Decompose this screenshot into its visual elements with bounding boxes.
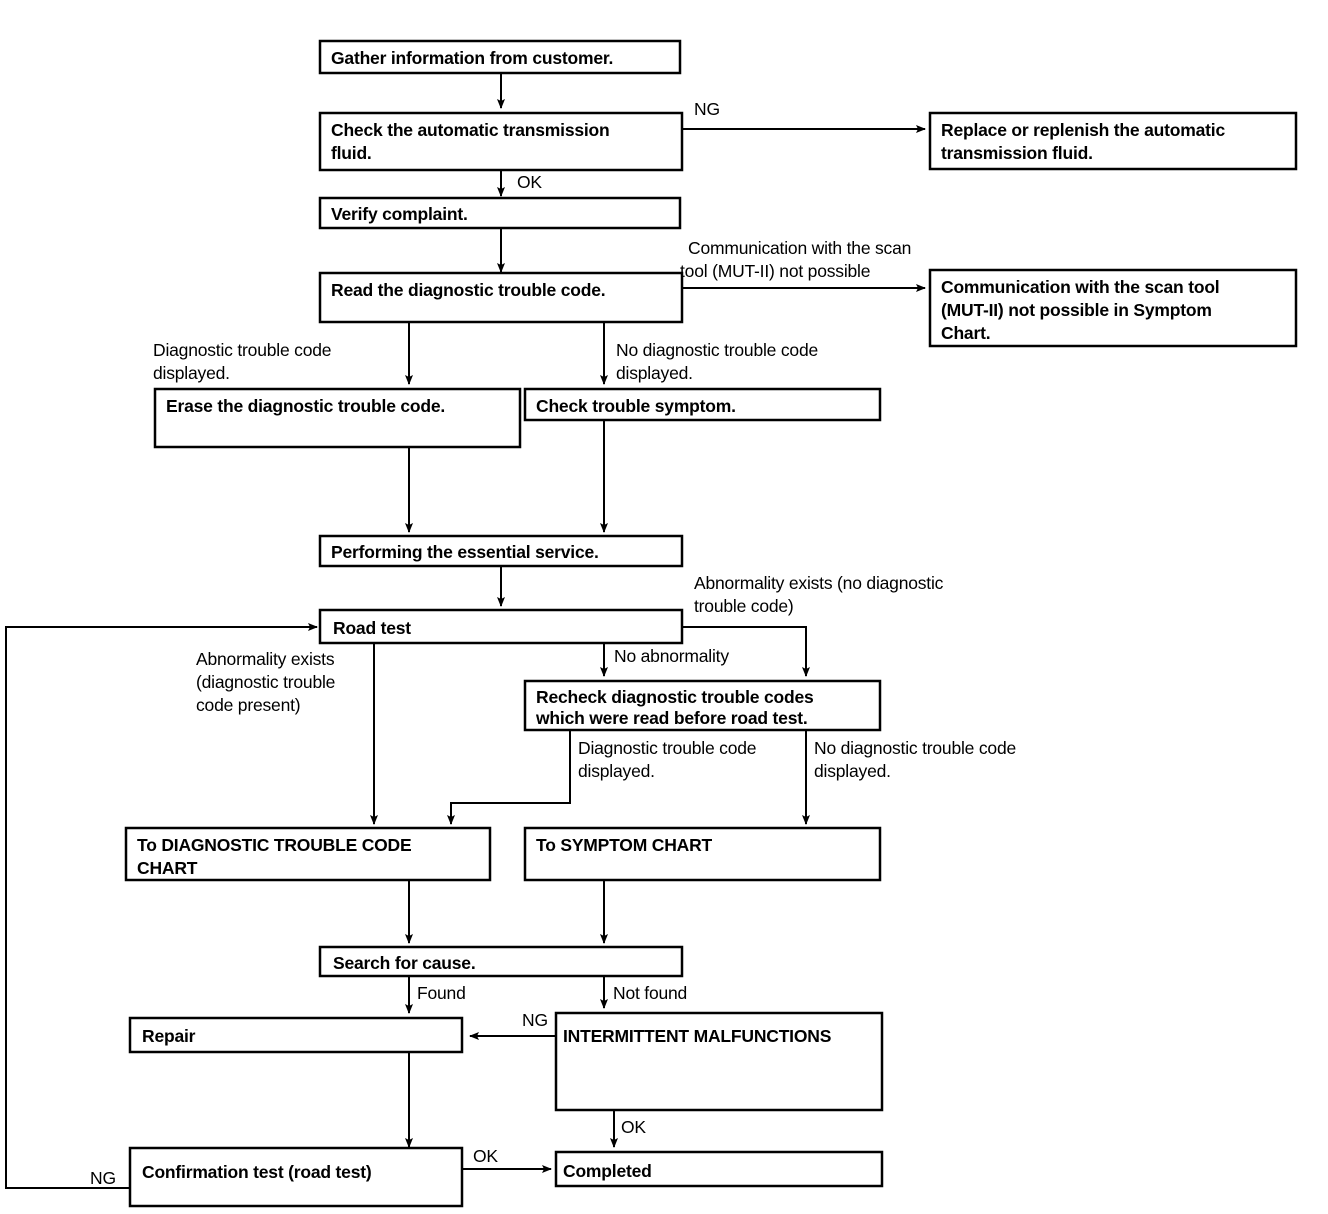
node-read-dtc[interactable]: Read the diagnostic trouble code. [318, 271, 684, 324]
edge-label-recheck-no-dtc-line2: displayed. [814, 761, 891, 781]
node-to-symptom-chart-label: To SYMPTOM CHART [536, 835, 713, 855]
node-check-trouble-symptom-label: Check trouble symptom. [536, 396, 736, 416]
node-verify-complaint-box [318, 196, 682, 230]
edge-label-dtc-displayed-line2: displayed. [153, 363, 230, 383]
node-erase-dtc-label: Erase the diagnostic trouble code. [166, 396, 445, 416]
node-confirmation-test-box [128, 1146, 464, 1208]
edge-label-abnormality-dtc-line3: code present) [196, 695, 300, 715]
edge-label-abnormality-dtc-line1: Abnormality exists [196, 649, 335, 669]
edge-label-recheck-dtc-displayed-line2: displayed. [578, 761, 655, 781]
node-completed[interactable]: Completed [554, 1150, 884, 1188]
node-recheck-dtc-label-line2: which were read before road test. [535, 708, 808, 728]
node-replace-fluid[interactable]: Replace or replenish the automatic trans… [928, 111, 1298, 171]
node-to-symptom-chart-box [523, 826, 882, 882]
node-communication-label-line3: Chart. [941, 323, 990, 343]
connector-recheck-dtc-displayed [447, 730, 571, 825]
node-verify-complaint[interactable]: Verify complaint. [318, 196, 682, 230]
node-gather-information-label: Gather information from customer. [331, 48, 613, 68]
edge-label-dtc-displayed-line1: Diagnostic trouble code [153, 340, 331, 360]
node-check-trouble-symptom[interactable]: Check trouble symptom. [523, 387, 882, 422]
edge-label-recheck-dtc-displayed-line1: Diagnostic trouble code [578, 738, 756, 758]
node-check-fluid[interactable]: Check the automatic transmission fluid. [318, 111, 684, 172]
node-recheck-dtc[interactable]: Recheck diagnostic trouble codes which w… [523, 679, 882, 732]
node-replace-fluid-label-line2: transmission fluid. [941, 143, 1093, 163]
node-performing-service[interactable]: Performing the essential service. [318, 534, 684, 568]
node-verify-complaint-label: Verify complaint. [331, 204, 468, 224]
node-recheck-dtc-box [523, 679, 882, 732]
node-repair-box [128, 1016, 464, 1054]
edge-label-comm-line1: Communication with the scan [688, 238, 911, 258]
edge-label-not-found: Not found [613, 983, 687, 1003]
edge-label-no-dtc-displayed-line1: No diagnostic trouble code [616, 340, 818, 360]
node-road-test-box [318, 608, 684, 645]
node-search-for-cause-box [318, 945, 684, 978]
node-to-dtc-chart-label-line2: CHART [137, 858, 198, 878]
node-check-fluid-label-line2: fluid. [331, 143, 372, 163]
node-repair[interactable]: Repair [128, 1016, 464, 1054]
edge-label-ng-confirmation: NG [90, 1168, 116, 1188]
node-recheck-dtc-label-line1: Recheck diagnostic trouble codes [536, 687, 814, 707]
node-to-dtc-chart-box [124, 826, 492, 882]
edge-label-comm-line2: tool (MUT-II) not possible [680, 261, 870, 281]
node-completed-box [554, 1150, 884, 1188]
node-gather-information-box [318, 39, 682, 75]
edge-label-abnormality-no-dtc-line1: Abnormality exists (no diagnostic [694, 573, 944, 593]
node-to-dtc-chart[interactable]: To DIAGNOSTIC TROUBLE CODE CHART [124, 826, 492, 882]
edge-label-ok-intermittent: OK [621, 1117, 646, 1137]
node-communication-not-possible-box [928, 268, 1298, 348]
node-search-for-cause-label: Search for cause. [333, 953, 476, 973]
node-intermittent-malfunctions[interactable]: INTERMITTENT MALFUNCTIONS [554, 1011, 884, 1112]
node-erase-dtc-box [153, 387, 522, 449]
edge-label-ok-confirmation: OK [473, 1146, 498, 1166]
node-check-fluid-box [318, 111, 684, 172]
edge-label-no-abnormality: No abnormality [614, 646, 729, 666]
node-completed-label: Completed [563, 1161, 652, 1181]
node-to-symptom-chart[interactable]: To SYMPTOM CHART [523, 826, 882, 882]
edge-label-ng-fluid: NG [694, 99, 720, 119]
node-read-dtc-label: Read the diagnostic trouble code. [331, 280, 605, 300]
node-road-test[interactable]: Road test [318, 608, 684, 645]
node-confirmation-test[interactable]: Confirmation test (road test) [128, 1146, 464, 1208]
connector-confirmation-ng-to-road-test [5, 623, 318, 1189]
connector-road-test-abnormality-no-dtc [682, 626, 810, 677]
node-intermittent-malfunctions-box [554, 1011, 884, 1112]
node-communication-not-possible[interactable]: Communication with the scan tool (MUT-II… [928, 268, 1298, 348]
edge-label-recheck-no-dtc-line1: No diagnostic trouble code [814, 738, 1016, 758]
node-performing-service-label: Performing the essential service. [331, 542, 599, 562]
edge-label-abnormality-dtc-line2: (diagnostic trouble [196, 672, 335, 692]
node-gather-information[interactable]: Gather information from customer. [318, 39, 682, 75]
node-check-fluid-label-line1: Check the automatic transmission [331, 120, 610, 140]
node-read-dtc-box [318, 271, 684, 324]
node-erase-dtc[interactable]: Erase the diagnostic trouble code. [153, 387, 522, 449]
node-communication-label-line2: (MUT-II) not possible in Symptom [941, 300, 1212, 320]
node-search-for-cause[interactable]: Search for cause. [318, 945, 684, 978]
node-intermittent-malfunctions-label: INTERMITTENT MALFUNCTIONS [563, 1026, 831, 1046]
node-to-dtc-chart-label-line1: To DIAGNOSTIC TROUBLE CODE [137, 835, 411, 855]
node-replace-fluid-box [928, 111, 1298, 171]
node-replace-fluid-label-line1: Replace or replenish the automatic [941, 120, 1225, 140]
edge-label-no-dtc-displayed-line2: displayed. [616, 363, 693, 383]
node-confirmation-test-label: Confirmation test (road test) [142, 1162, 372, 1182]
edge-label-ng-intermittent: NG [522, 1010, 548, 1030]
edge-label-found: Found [417, 983, 466, 1003]
edge-label-abnormality-no-dtc-line2: trouble code) [694, 596, 794, 616]
node-repair-label: Repair [142, 1026, 196, 1046]
node-check-trouble-symptom-box [523, 387, 882, 422]
node-performing-service-box [318, 534, 684, 568]
edge-label-ok-fluid: OK [517, 172, 542, 192]
node-road-test-label: Road test [333, 618, 411, 638]
node-communication-label-line1: Communication with the scan tool [941, 277, 1219, 297]
